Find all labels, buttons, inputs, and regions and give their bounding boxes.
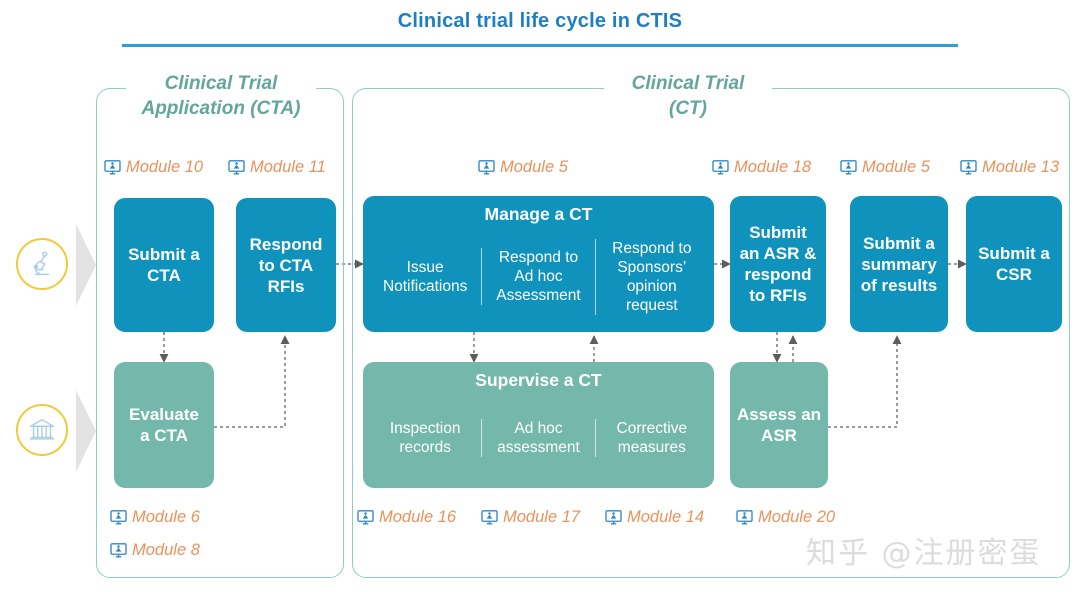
institution-icon xyxy=(29,418,55,440)
panel-cta-caption-line2: Application (CTA) xyxy=(141,98,301,119)
module-screen-icon xyxy=(104,160,121,175)
module-label-text: Module 14 xyxy=(627,508,705,526)
module-label-text: Module 8 xyxy=(132,541,200,559)
module-label-text: Module 11 xyxy=(250,158,326,176)
module-label-text: Module 17 xyxy=(503,508,581,526)
module-label-6: Module 6 xyxy=(110,508,200,527)
module-label-8: Module 8 xyxy=(110,541,200,560)
module-screen-icon xyxy=(960,160,977,175)
box-supervise-a-ct-title: Supervise a CT xyxy=(475,370,602,390)
module-label-text: Module 18 xyxy=(734,158,812,176)
authority-actor xyxy=(16,404,68,456)
module-label-17: Module 17 xyxy=(481,508,580,527)
panel-cta-caption: Clinical Trial Application (CTA) xyxy=(106,71,336,121)
panel-cta-caption-notch xyxy=(126,84,316,92)
module-screen-icon xyxy=(357,510,374,525)
microscope-icon xyxy=(33,251,50,276)
module-screen-icon xyxy=(712,160,729,175)
module-screen-icon xyxy=(840,160,857,175)
module-screen-icon xyxy=(736,510,753,525)
module-label-5-manage: Module 5 xyxy=(478,158,568,177)
title-divider xyxy=(122,44,958,47)
panel-ct-caption-line1: Clinical Trial xyxy=(631,73,745,94)
panel-cta-caption-line1: Clinical Trial xyxy=(164,73,278,94)
module-screen-icon xyxy=(110,510,127,525)
module-label-text: Module 13 xyxy=(982,158,1060,176)
panel-ct-caption-line2: (CT) xyxy=(669,98,707,119)
module-screen-icon xyxy=(481,510,498,525)
module-label-16: Module 16 xyxy=(357,508,456,527)
module-label-text: Module 10 xyxy=(126,158,204,176)
module-label-11: Module 11 xyxy=(228,158,326,177)
module-label-10: Module 10 xyxy=(104,158,203,177)
module-label-14: Module 14 xyxy=(605,508,704,527)
chevron-authority-icon xyxy=(76,390,96,472)
sponsor-actor xyxy=(16,238,68,290)
module-label-text: Module 20 xyxy=(758,508,836,526)
module-screen-icon xyxy=(478,160,495,175)
panel-ct-caption-notch xyxy=(604,84,772,92)
panel-ct-caption: Clinical Trial (CT) xyxy=(592,71,784,121)
module-screen-icon xyxy=(228,160,245,175)
module-label-20: Module 20 xyxy=(736,508,835,527)
box-manage-a-ct-title: Manage a CT xyxy=(484,204,593,224)
module-label-5-summary: Module 5 xyxy=(840,158,930,177)
module-label-text: Module 5 xyxy=(862,158,930,176)
page-title: Clinical trial life cycle in CTIS xyxy=(397,10,683,32)
watermark: 知乎 @注册密蛋 xyxy=(806,536,1042,571)
module-label-13: Module 13 xyxy=(960,158,1059,177)
module-label-text: Module 6 xyxy=(132,508,200,526)
chevron-sponsor-icon xyxy=(76,224,96,306)
module-label-text: Module 5 xyxy=(500,158,568,176)
module-label-text: Module 16 xyxy=(379,508,457,526)
module-screen-icon xyxy=(605,510,622,525)
module-screen-icon xyxy=(110,543,127,558)
module-label-18: Module 18 xyxy=(712,158,811,177)
